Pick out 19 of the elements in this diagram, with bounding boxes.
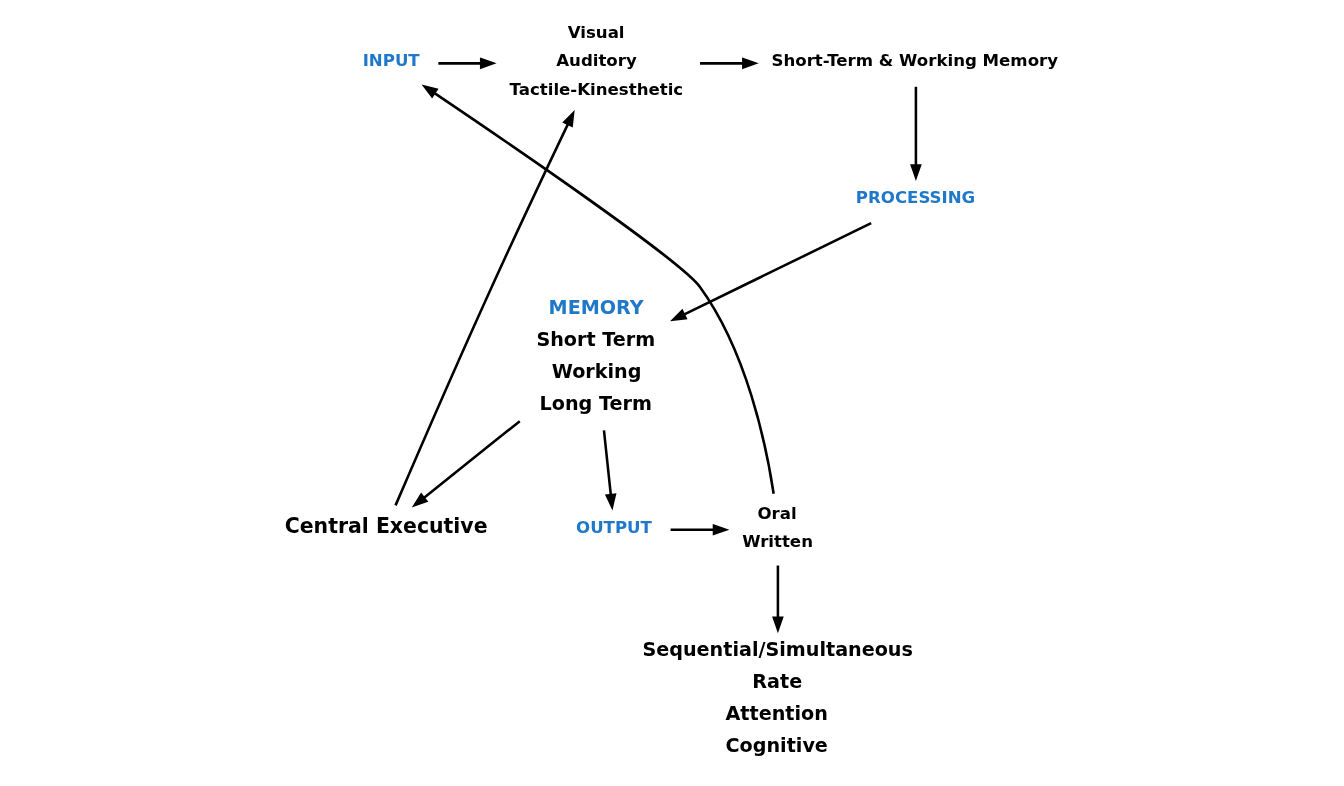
- node-text: OUTPUT: [575, 517, 652, 537]
- arrow: [771, 565, 784, 634]
- arrow: [437, 57, 497, 70]
- arrow: [602, 430, 616, 511]
- arrow: [909, 86, 922, 181]
- node-text: PROCESSING: [855, 188, 975, 208]
- node-text: Short-Term & Working Memory: [771, 51, 1058, 71]
- node-text: INPUT: [362, 51, 420, 71]
- arrow: [393, 109, 575, 506]
- node-text: Oral Written: [741, 503, 813, 551]
- arrow: [421, 84, 775, 494]
- arrow: [699, 57, 759, 70]
- node-text: Visual Auditory Tactile-Kinesthetic: [509, 23, 683, 99]
- node-text: Sequential/Simultaneous Rate Attention Cognitive: [641, 638, 913, 758]
- node-text: Central Executive: [284, 514, 488, 539]
- arrow: [669, 222, 872, 322]
- arrow: [670, 523, 729, 536]
- node-text: MEMORY Short Term Working Long Term: [535, 295, 655, 415]
- arrow: [411, 420, 521, 508]
